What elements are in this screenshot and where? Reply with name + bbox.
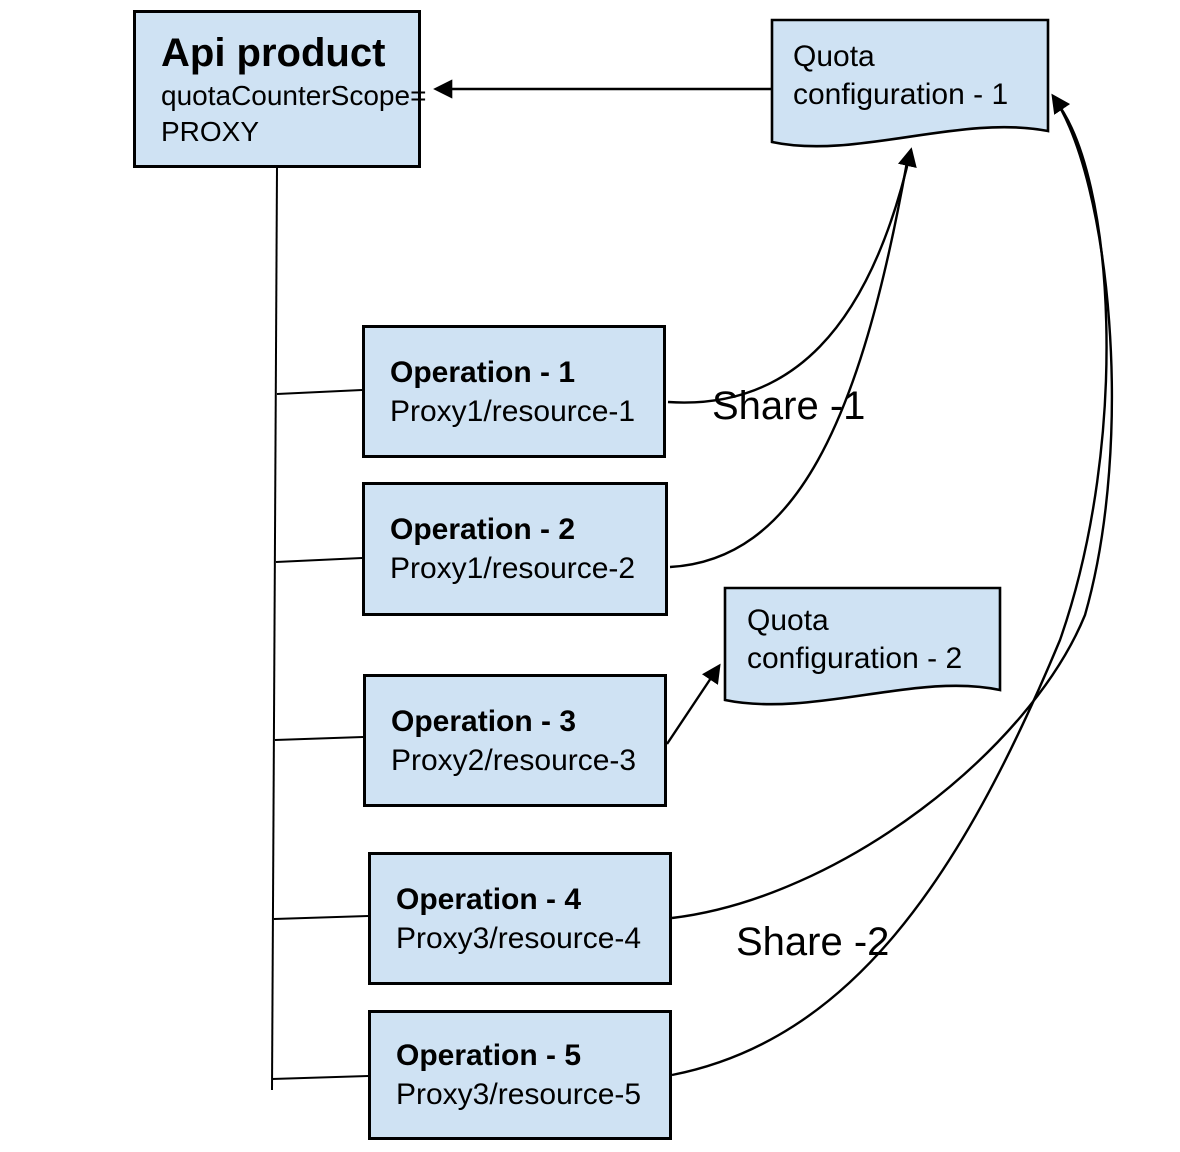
operation-title: Operation - 3 bbox=[391, 704, 577, 738]
operation-title: Operation - 4 bbox=[396, 882, 582, 916]
edge-op3-to-quota2 bbox=[666, 663, 721, 745]
operation-resource: Proxy1/resource-1 bbox=[390, 394, 636, 428]
branch-line-op1 bbox=[276, 389, 363, 395]
quota-config-line2: configuration - 1 bbox=[793, 78, 1009, 111]
quota-config-line2: configuration - 2 bbox=[747, 642, 963, 675]
branch-line-op3 bbox=[274, 736, 364, 741]
api-product-attribute-line1: quotaCounterScope= bbox=[161, 80, 427, 111]
api-product-node: Api product quotaCounterScope= PROXY bbox=[133, 10, 427, 168]
quota-config-1-label: Quota configuration - 1 bbox=[793, 38, 1008, 114]
operation-title: Operation - 5 bbox=[396, 1039, 582, 1072]
operation-resource: Proxy2/resource-3 bbox=[391, 743, 637, 777]
operation-2-node: Operation - 2 Proxy1/resource-2 bbox=[362, 482, 668, 616]
branch-line-op5 bbox=[271, 1075, 369, 1080]
operation-4-node: Operation - 4 Proxy3/resource-4 bbox=[368, 852, 672, 985]
quota-config-line1: Quota bbox=[747, 604, 829, 637]
branch-line-op2 bbox=[275, 557, 363, 563]
operation-1-node: Operation - 1 Proxy1/resource-1 bbox=[362, 325, 666, 458]
operation-resource: Proxy3/resource-5 bbox=[396, 1078, 642, 1111]
operation-5-node: Operation - 5 Proxy3/resource-5 bbox=[368, 1010, 672, 1140]
trunk-line bbox=[271, 166, 278, 1091]
share-1-label: Share -1 bbox=[712, 384, 866, 428]
branch-line-op4 bbox=[273, 915, 369, 920]
api-product-attribute-line2: PROXY bbox=[161, 116, 260, 147]
operation-3-node: Operation - 3 Proxy2/resource-3 bbox=[363, 674, 667, 807]
doc-shape-quota-config-2 bbox=[723, 586, 1002, 706]
edge-op1-to-quota1 bbox=[667, 147, 917, 404]
edge-op5-to-quota1 bbox=[671, 99, 1108, 1077]
operation-resource: Proxy3/resource-4 bbox=[396, 921, 642, 955]
quota-config-line1: Quota bbox=[793, 40, 875, 73]
operation-title: Operation - 1 bbox=[390, 355, 576, 389]
api-product-title: Api product bbox=[161, 31, 386, 75]
edge-op2-to-quota1 bbox=[669, 161, 909, 569]
operation-resource: Proxy1/resource-2 bbox=[390, 552, 636, 585]
quota-config-2-label: Quota configuration - 2 bbox=[747, 602, 962, 678]
share-2-label: Share -2 bbox=[736, 920, 890, 964]
doc-shape-quota-config-1 bbox=[770, 18, 1050, 148]
operation-title: Operation - 2 bbox=[390, 513, 576, 546]
